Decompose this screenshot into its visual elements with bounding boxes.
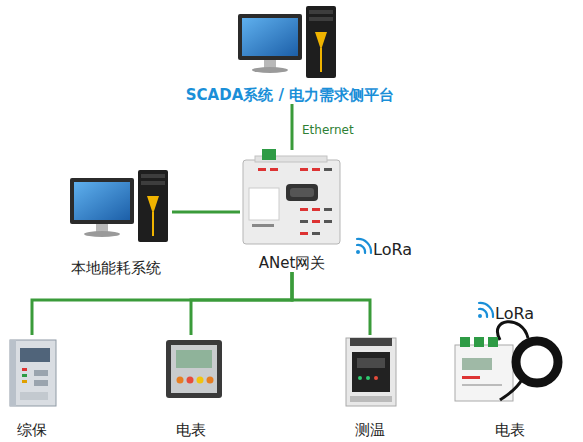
- network-wire: [172, 211, 240, 214]
- lora-icon: [478, 303, 493, 318]
- local-computer: [70, 170, 168, 242]
- node-text-group: 电表: [440, 421, 580, 439]
- node-label: SCADA系统 / 电力需求侧平台: [186, 86, 394, 104]
- lora-icon: [356, 239, 371, 254]
- network-wire: [291, 104, 294, 150]
- gateway-device: [243, 149, 340, 244]
- device-node: SCADA系统 / 电力需求侧平台: [190, 2, 390, 104]
- node-text-group: 电表: [158, 421, 224, 439]
- protection-relay: [10, 340, 56, 406]
- scada-computer: [238, 6, 336, 78]
- node-text-group: ANet网关: [240, 254, 344, 272]
- protocol-label: LoRa: [373, 241, 412, 259]
- edge-label: Ethernet: [302, 123, 354, 137]
- network-wire: [32, 272, 292, 335]
- device-node: 综保: [0, 335, 64, 439]
- protocol-label: LoRa: [495, 305, 534, 323]
- node-text-group: 综保: [0, 421, 64, 439]
- node-label: 综保: [17, 421, 47, 439]
- lora-meter: [455, 322, 558, 401]
- device-node: ANet网关: [240, 150, 344, 272]
- node-text-group: 本地能耗系统: [60, 259, 172, 277]
- node-label: ANet网关: [259, 254, 326, 272]
- network-wire: [191, 272, 292, 335]
- device-node: 测温: [338, 335, 402, 439]
- temperature-monitor: [346, 338, 396, 406]
- node-label: 测温: [355, 421, 385, 439]
- device-node: 本地能耗系统: [60, 165, 172, 277]
- network-wire: [292, 272, 370, 335]
- node-label: 电表: [495, 421, 525, 439]
- node-text-group: 测温: [338, 421, 402, 439]
- node-label: 本地能耗系统: [71, 259, 161, 277]
- power-meter: [166, 340, 222, 398]
- device-node: 电表: [440, 325, 580, 439]
- node-label: 电表: [176, 421, 206, 439]
- device-node: 电表: [158, 335, 224, 439]
- node-text-group: SCADA系统 / 电力需求侧平台: [190, 86, 390, 104]
